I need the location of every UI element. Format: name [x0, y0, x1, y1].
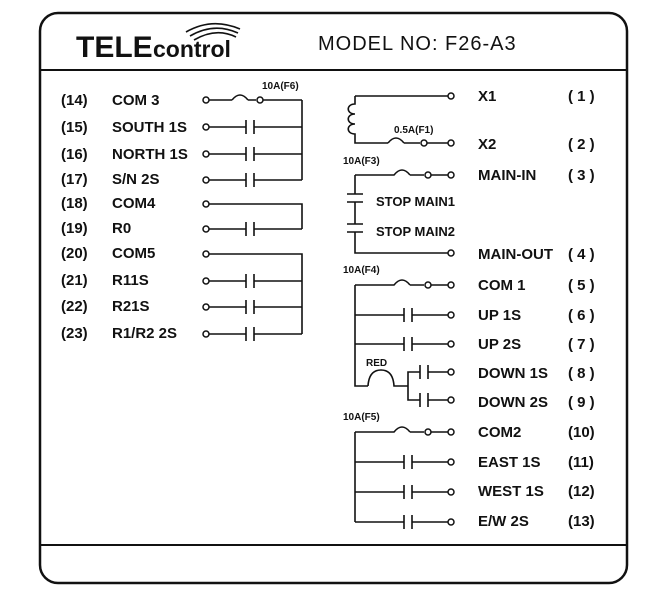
right-terminal-name: MAIN-OUT — [478, 246, 553, 263]
terminal-pin — [447, 458, 455, 466]
right-terminal-list: X1 ( 1 ) X2 ( 2 ) MAIN-IN ( 3 ) MAIN-OUT… — [478, 88, 595, 530]
right-terminal-name: COM2 — [478, 424, 521, 441]
left-terminal-num: (15) — [61, 119, 88, 136]
terminal-pin — [447, 139, 455, 147]
brand-name-bold: TELE — [76, 31, 153, 64]
terminal-pin — [202, 96, 210, 104]
left-terminal-name: NORTH 1S — [112, 146, 188, 163]
terminal-pin — [447, 92, 455, 100]
right-terminal-name: MAIN-IN — [478, 167, 536, 184]
right-terminal-name: X1 — [478, 88, 496, 105]
right-terminal-num: ( 6 ) — [568, 307, 595, 324]
right-terminal-num: (11) — [568, 454, 594, 471]
left-terminal-num: (17) — [61, 171, 88, 188]
right-terminal-name: DOWN 2S — [478, 394, 548, 411]
right-terminal-num: ( 2 ) — [568, 136, 595, 153]
terminal-pin — [202, 250, 210, 258]
left-terminal-name: R1/R2 2S — [112, 325, 177, 342]
right-terminal-name: X2 — [478, 136, 496, 153]
left-terminal-name: COM5 — [112, 245, 155, 262]
terminal-pin — [424, 428, 432, 436]
terminal-pin — [424, 281, 432, 289]
left-wiring: 10A(F6) — [202, 81, 303, 341]
terminal-pin — [202, 277, 210, 285]
right-terminal-num: ( 8 ) — [568, 365, 595, 382]
right-terminal-num: (13) — [568, 513, 595, 530]
left-terminal-list: (14) COM 3 (15) SOUTH 1S (16) NORTH 1S (… — [61, 92, 188, 342]
right-terminal-name: UP 2S — [478, 336, 521, 353]
right-terminal-name: UP 1S — [478, 307, 521, 324]
terminal-pin — [424, 171, 432, 179]
terminal-pin — [447, 396, 455, 404]
fuse-label: 10A(F3) — [343, 156, 380, 167]
left-terminal-num: (22) — [61, 298, 88, 315]
right-terminal-name: DOWN 1S — [478, 365, 548, 382]
left-terminal-num: (21) — [61, 272, 88, 289]
right-terminal-num: ( 3 ) — [568, 167, 595, 184]
terminal-pin — [202, 123, 210, 131]
terminal-pin — [447, 281, 455, 289]
right-wiring: 0.5A(F1) 10A(F3) STOP MAIN1 STOP MAIN2 1… — [343, 92, 455, 529]
terminal-pin — [447, 428, 455, 436]
left-terminal-name: R11S — [112, 272, 149, 289]
left-terminal-name: COM 3 — [112, 92, 160, 109]
terminal-pin — [447, 311, 455, 319]
terminal-pin — [420, 139, 428, 147]
brand-name-rest: control — [153, 36, 231, 62]
left-terminal-num: (18) — [61, 195, 88, 212]
red-label: RED — [366, 358, 387, 369]
left-terminal-name: S/N 2S — [112, 171, 160, 188]
terminal-pin — [202, 200, 210, 208]
right-terminal-name: E/W 2S — [478, 513, 529, 530]
left-terminal-num: (14) — [61, 92, 88, 109]
right-terminal-num: ( 4 ) — [568, 246, 595, 263]
right-terminal-num: (12) — [568, 483, 595, 500]
left-terminal-num: (23) — [61, 325, 88, 342]
right-terminal-num: ( 9 ) — [568, 394, 595, 411]
left-terminal-num: (20) — [61, 245, 88, 262]
terminal-pin — [447, 340, 455, 348]
terminal-pin — [202, 225, 210, 233]
terminal-pin — [447, 488, 455, 496]
right-terminal-num: ( 7 ) — [568, 336, 595, 353]
right-terminal-num: ( 1 ) — [568, 88, 595, 105]
terminal-pin — [256, 96, 264, 104]
left-terminal-name: R21S — [112, 298, 150, 315]
fuse-label: 10A(F4) — [343, 265, 380, 276]
left-terminal-num: (16) — [61, 146, 88, 163]
fuse-label: 0.5A(F1) — [394, 125, 433, 136]
right-terminal-name: EAST 1S — [478, 454, 541, 471]
terminal-pin — [202, 330, 210, 338]
panel-border — [38, 11, 629, 585]
right-terminal-name: WEST 1S — [478, 483, 544, 500]
fuse-label: 10A(F5) — [343, 412, 380, 423]
right-terminal-num: ( 5 ) — [568, 277, 595, 294]
brand-logo: TELE control — [76, 22, 241, 64]
left-terminal-name: COM4 — [112, 195, 156, 212]
model-number: MODEL NO: F26-A3 — [318, 33, 517, 55]
left-terminal-name: SOUTH 1S — [112, 119, 187, 136]
terminal-pin — [202, 303, 210, 311]
left-terminal-num: (19) — [61, 220, 88, 237]
fuse-label: 10A(F6) — [262, 81, 299, 92]
terminal-pin — [447, 518, 455, 526]
terminal-pin — [447, 171, 455, 179]
terminal-pin — [447, 249, 455, 257]
terminal-pin — [202, 150, 210, 158]
right-terminal-num: (10) — [568, 424, 595, 441]
stop-main1-label: STOP MAIN1 — [376, 194, 455, 209]
left-terminal-name: R0 — [112, 220, 131, 237]
right-terminal-name: COM 1 — [478, 277, 526, 294]
stop-main2-label: STOP MAIN2 — [376, 224, 455, 239]
terminal-pin — [447, 368, 455, 376]
terminal-pin — [202, 176, 210, 184]
